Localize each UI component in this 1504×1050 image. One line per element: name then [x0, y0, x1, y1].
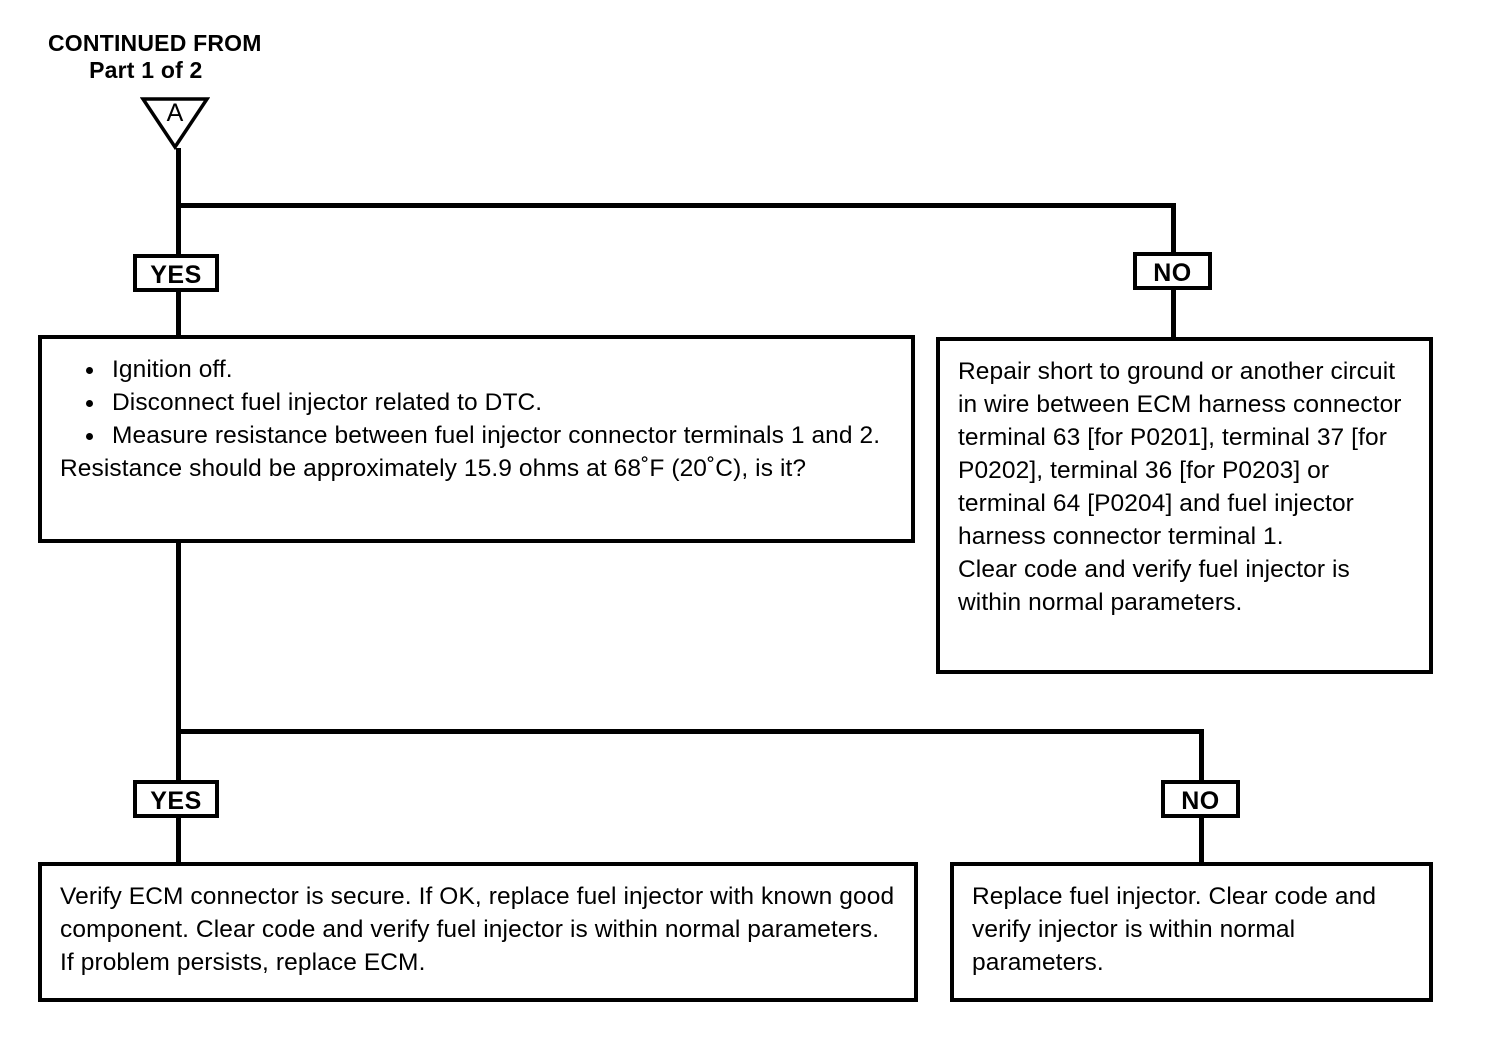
branch-1-no-line — [1171, 289, 1176, 337]
branch-line-1-right-drop — [1171, 203, 1176, 255]
branch-1-yes-label: YES — [133, 254, 219, 292]
repair-short-text: Repair short to ground or another circui… — [958, 355, 1413, 619]
list-item: Measure resistance between fuel injector… — [60, 419, 895, 452]
branch-2-no-label: NO — [1161, 780, 1240, 818]
page-title: CONTINUED FROM Part 1 of 2 — [48, 30, 262, 84]
branch-line-2-stem — [176, 543, 181, 733]
test-step-box: Ignition off. Disconnect fuel injector r… — [38, 335, 915, 543]
connector-a-triangle-icon — [140, 96, 210, 150]
branch-2-no-line — [1199, 817, 1204, 865]
part-label: Part 1 of 2 — [89, 57, 203, 83]
repair-short-box: Repair short to ground or another circui… — [936, 337, 1433, 674]
verify-ecm-box: Verify ECM connector is secure. If OK, r… — [38, 862, 918, 1002]
branch-2-yes-line — [176, 817, 181, 865]
list-item: Ignition off. — [60, 353, 895, 386]
repair-short-paragraph-1: Repair short to ground or another circui… — [958, 358, 1402, 550]
replace-injector-box: Replace fuel injector. Clear code and ve… — [950, 862, 1433, 1002]
connector-line-stem — [176, 148, 181, 208]
branch-1-no-label: NO — [1133, 252, 1212, 290]
continued-from-label: CONTINUED FROM — [48, 30, 262, 56]
branch-line-1-horizontal — [176, 203, 1176, 208]
repair-short-paragraph-2: Clear code and verify fuel injector is w… — [958, 556, 1350, 616]
connector-a-label: A — [166, 99, 184, 127]
branch-1-yes-line — [176, 291, 181, 337]
test-step-text: Ignition off. Disconnect fuel injector r… — [60, 353, 895, 485]
branch-line-2-right-drop — [1199, 729, 1204, 781]
branch-line-1-left-drop — [176, 203, 181, 258]
branch-line-2-left-drop — [176, 729, 181, 782]
test-step-bullet-list: Ignition off. Disconnect fuel injector r… — [60, 353, 895, 452]
branch-2-yes-label: YES — [133, 780, 219, 818]
replace-injector-text: Replace fuel injector. Clear code and ve… — [972, 883, 1377, 976]
list-item: Disconnect fuel injector related to DTC. — [60, 386, 895, 419]
test-step-question: Resistance should be approximately 15.9 … — [60, 455, 807, 482]
branch-line-2-horizontal — [176, 729, 1204, 734]
verify-ecm-text: Verify ECM connector is secure. If OK, r… — [60, 883, 895, 976]
